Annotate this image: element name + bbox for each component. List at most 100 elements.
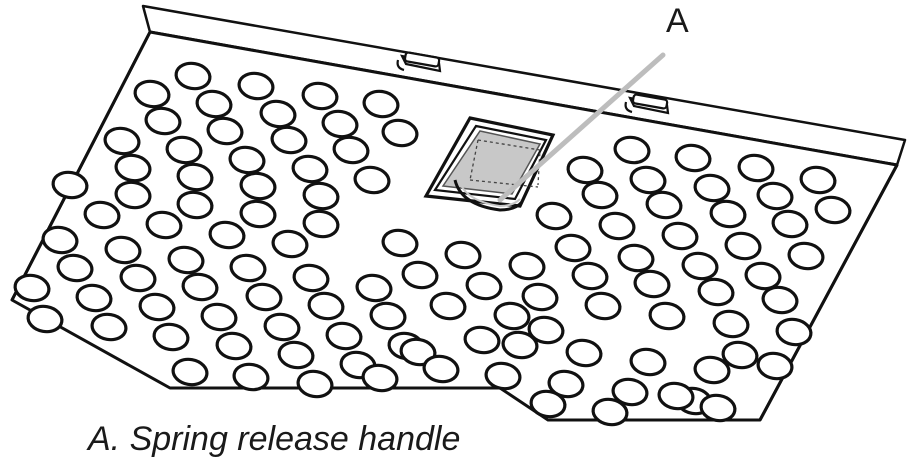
perforation-hole [629, 347, 667, 377]
perforation-hole [13, 273, 51, 303]
perforation-hole [174, 61, 212, 91]
perforation-hole [721, 340, 759, 370]
perforation-hole [581, 180, 619, 210]
perforation-hole [493, 301, 531, 331]
callout-label-a: A [666, 2, 689, 40]
perforation-hole [302, 209, 340, 239]
perforation-hole [814, 195, 852, 225]
perforation-hole [229, 253, 267, 283]
perforation-hole [263, 312, 301, 342]
perforation-hole [195, 89, 233, 119]
perforation-hole [463, 325, 501, 355]
perforation-hole [75, 283, 113, 313]
perforation-hole [529, 389, 567, 419]
perforation-hole [270, 125, 308, 155]
perforation-hole [355, 273, 393, 303]
perforation-hole [661, 221, 699, 251]
perforation-hole [103, 126, 141, 156]
perforation-hole [547, 369, 585, 399]
perforation-hole [237, 71, 275, 101]
perforation-hole [362, 89, 400, 119]
perforation-hole [228, 145, 266, 175]
perforation-hole [629, 165, 667, 195]
perforation-hole [301, 81, 339, 111]
perforation-hole [332, 135, 370, 165]
perforation-hole [756, 351, 794, 381]
perforation-hole [527, 315, 565, 345]
perforation-hole [484, 361, 522, 391]
perforation-hole [657, 381, 695, 411]
perforation-hole [239, 171, 277, 201]
perforation-hole [799, 165, 837, 195]
perforation-hole [165, 135, 203, 165]
perforation-holes [13, 61, 852, 427]
perforation-hole [145, 210, 183, 240]
perforation-hole [613, 135, 651, 165]
perforation-hole [645, 190, 683, 220]
perforation-hole [83, 200, 121, 230]
perforation-hole [307, 291, 345, 321]
perforation-hole [133, 79, 171, 109]
perforation-hole [176, 190, 214, 220]
perforation-hole [584, 291, 622, 321]
perforation-hole [771, 209, 809, 239]
perforation-hole [591, 397, 629, 427]
perforation-hole [775, 317, 813, 347]
perforation-hole [232, 362, 270, 392]
perforation-hole [302, 181, 340, 211]
perforation-hole [508, 251, 546, 281]
perforation-hole [361, 363, 399, 393]
perforation-hole [724, 231, 762, 261]
perforation-hole [571, 261, 609, 291]
perforation-hole [681, 251, 719, 281]
perforation-hole [399, 337, 437, 367]
perforation-hole [41, 225, 79, 255]
perforation-hole [693, 355, 731, 385]
perforation-hole [501, 330, 539, 360]
perforation-hole [144, 106, 182, 136]
perforation-hole [401, 260, 439, 290]
perforation-hole [566, 155, 604, 185]
perforation-hole [277, 340, 315, 370]
perforation-hole [535, 201, 573, 231]
perforation-hole [291, 154, 329, 184]
perforation-hole [104, 235, 142, 265]
callout-leader-line [497, 52, 666, 203]
perforation-hole [674, 143, 712, 173]
perforation-hole [271, 229, 309, 259]
perforation-hole [611, 377, 649, 407]
perforation-hole [648, 301, 686, 331]
perforation-hole [709, 199, 747, 229]
perforation-hole [90, 312, 128, 342]
perforation-hole [756, 181, 794, 211]
perforation-hole [26, 304, 64, 334]
perforation-hole [444, 240, 482, 270]
perforation-hole [206, 116, 244, 146]
perforation-hole [737, 153, 775, 183]
perforation-hole [171, 357, 209, 387]
perforation-hole [697, 277, 735, 307]
perforation-hole [114, 153, 152, 183]
perforation-hole [787, 241, 825, 271]
perforation-hole [633, 269, 671, 299]
perforation-hole [699, 393, 737, 423]
perforation-hole [138, 292, 176, 322]
perforation-hole [239, 199, 277, 229]
perforation-hole [429, 291, 467, 321]
perforation-hole [465, 271, 503, 301]
perforation-hole [208, 220, 246, 250]
figure-caption: A. Spring release handle [88, 420, 461, 458]
perforation-hole [521, 282, 559, 312]
perforation-hole [761, 285, 799, 315]
perforation-hole [353, 165, 391, 195]
perforation-hole [296, 369, 334, 399]
perforation-hole [381, 118, 419, 148]
perforation-hole [56, 253, 94, 283]
perforation-hole [215, 331, 253, 361]
perforation-hole [554, 233, 592, 263]
perforation-hole [598, 211, 636, 241]
perforation-hole [321, 109, 359, 139]
mounting-clip-right [624, 93, 670, 115]
perforation-hole [176, 162, 214, 192]
perforation-hole [114, 180, 152, 210]
